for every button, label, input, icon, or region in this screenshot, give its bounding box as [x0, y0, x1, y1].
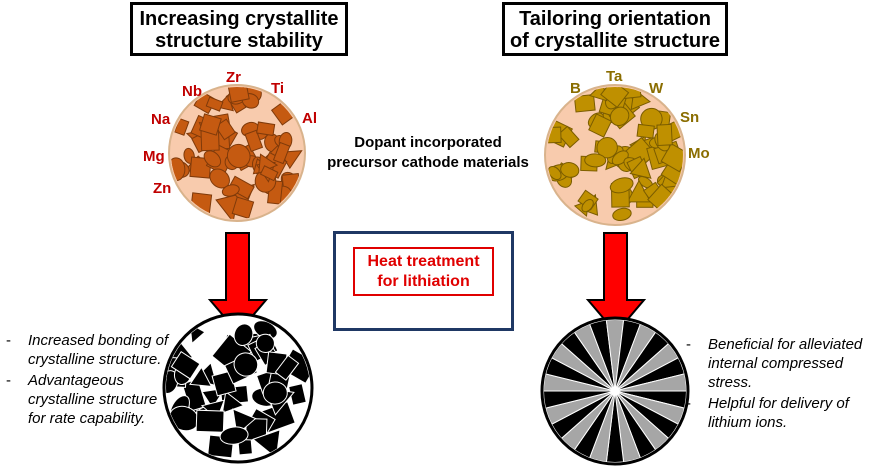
dopant-label-sn: Sn — [680, 109, 700, 126]
right-note-1-line-1: Beneficial for alleviated — [708, 336, 863, 353]
grain — [166, 370, 179, 394]
right-note-2-line-2: lithium ions. — [708, 414, 788, 431]
note-bullet: - — [686, 336, 691, 353]
grain — [262, 381, 288, 405]
center-caption: Dopant incorporated precursor cathode ma… — [318, 133, 538, 173]
grain — [195, 409, 225, 433]
left-title-line-2: structure stability — [155, 30, 323, 52]
left-notes: - Increased bonding of crystalline struc… — [6, 331, 171, 430]
left-precursor-particle — [168, 84, 306, 222]
center-caption-line-2: precursor cathode materials — [327, 154, 529, 171]
grain — [584, 153, 607, 168]
grain — [219, 426, 249, 445]
heat-label-line-2: for lithiation — [377, 273, 470, 290]
dopant-label-mo: Mo — [688, 145, 710, 162]
grain — [636, 123, 655, 139]
left-title-line-1: Increasing crystallite — [139, 8, 339, 30]
grain — [198, 113, 222, 136]
grain — [205, 96, 224, 112]
left-product-particle — [162, 312, 314, 464]
grain — [189, 366, 213, 387]
left-note-2: - Advantageous crystalline structure for… — [6, 371, 171, 428]
grain — [255, 333, 275, 353]
grain — [609, 106, 630, 126]
grain — [244, 129, 264, 153]
note-bullet: - — [686, 395, 691, 412]
grain — [203, 150, 222, 168]
dopant-label-ta: Ta — [606, 68, 623, 85]
grain — [214, 118, 236, 141]
dopant-label-zn: Zn — [153, 180, 172, 197]
right-note-2-line-1: Helpful for delivery of — [708, 395, 849, 412]
grain — [226, 143, 251, 169]
left-note-1-line-1: Increased bonding of — [28, 332, 169, 349]
right-title-box: Tailoring orientation of crystallite str… — [502, 2, 728, 56]
dopant-label-mg: Mg — [143, 148, 165, 165]
right-title-line-2: of crystallite structure — [509, 30, 721, 52]
dopant-label-zr: Zr — [226, 69, 241, 86]
grain — [227, 175, 255, 200]
right-note-2: - Helpful for delivery of lithium ions. — [686, 394, 884, 432]
grain — [233, 323, 254, 346]
left-note-2-line-2: crystalline structure — [28, 391, 158, 408]
grain — [656, 123, 673, 147]
grain — [272, 141, 291, 165]
dopant-label-al: Al — [302, 110, 317, 127]
radial-grain — [614, 372, 686, 392]
right-note-1-line-2: internal compressed stress. — [708, 355, 844, 391]
grain — [560, 162, 580, 178]
grain — [231, 196, 255, 219]
grain — [629, 157, 652, 179]
left-note-1: - Increased bonding of crystalline struc… — [6, 331, 171, 369]
grain — [609, 177, 634, 194]
dopant-label-w: W — [649, 80, 664, 97]
left-note-1-line-2: crystalline structure. — [28, 351, 162, 368]
note-bullet: - — [6, 372, 11, 389]
grain — [233, 352, 259, 377]
grain — [581, 199, 594, 213]
left-note-2-line-3: for rate capability. — [28, 410, 146, 427]
grain — [548, 165, 562, 181]
dopant-label-na: Na — [151, 111, 171, 128]
right-down-arrow — [585, 232, 647, 335]
left-title-box: Increasing crystallite structure stabili… — [130, 2, 348, 56]
grain — [170, 351, 201, 380]
heat-treatment-label-box: Heat treatment for lithiation — [353, 247, 494, 296]
grain — [221, 184, 240, 197]
right-note-1: - Beneficial for alleviated internal com… — [686, 335, 884, 392]
grain — [573, 93, 596, 113]
grain — [588, 113, 613, 138]
dopant-label-b: B — [570, 80, 581, 97]
right-title-line-1: Tailoring orientation — [519, 8, 711, 30]
grain — [259, 165, 279, 182]
center-caption-line-1: Dopant incorporated — [354, 134, 502, 151]
right-product-particle — [540, 316, 690, 466]
grain — [227, 87, 250, 103]
grain — [274, 354, 300, 381]
heat-label-line-1: Heat treatment — [367, 253, 480, 270]
right-precursor-particle — [544, 84, 686, 226]
left-note-2-line-1: Advantageous — [28, 372, 124, 389]
grain — [256, 121, 276, 137]
right-notes: - Beneficial for alleviated internal com… — [686, 335, 884, 434]
grain — [557, 125, 580, 149]
grain — [612, 207, 632, 222]
grain — [189, 156, 212, 179]
dopant-label-nb: Nb — [182, 83, 202, 100]
dopant-label-ti: Ti — [271, 80, 285, 97]
note-bullet: - — [6, 332, 11, 349]
